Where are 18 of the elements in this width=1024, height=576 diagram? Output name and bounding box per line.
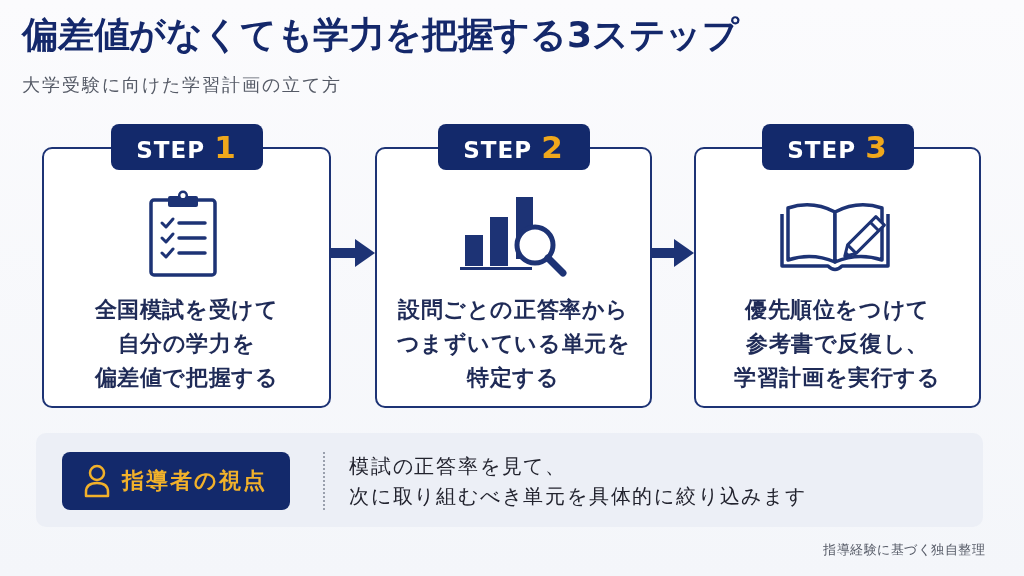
step-badge: STEP 3 (761, 124, 914, 170)
arrow (652, 239, 694, 267)
step-description: 設問ごとの正答率からつまずいている単元を特定する (396, 296, 631, 392)
note-text: 模試の正答率を見て、次に取り組むべき単元を具体的に絞り込みます (349, 453, 807, 510)
label-tag (62, 452, 290, 510)
note-panel (36, 433, 983, 527)
source-note: 指導経験に基づく独自整理 (823, 541, 985, 559)
step-card (694, 124, 981, 408)
subtitle: 大学受験に向けた学習計画の立て方 (22, 73, 342, 97)
step-badge: STEP 1 (110, 124, 263, 170)
step-card (42, 124, 331, 408)
step-card (375, 124, 652, 408)
title: 偏差値がなくても学力を把握する3ステップ (22, 13, 740, 57)
step-badge: STEP 2 (437, 124, 590, 170)
step-description: 全国模試を受けて自分の学力を偏差値で把握する (94, 296, 279, 392)
step-description: 優先順位をつけて参考書で反復し、学習計画を実行する (734, 296, 941, 392)
heading-text: 指導者の視点 (122, 467, 267, 495)
arrow (331, 239, 375, 267)
